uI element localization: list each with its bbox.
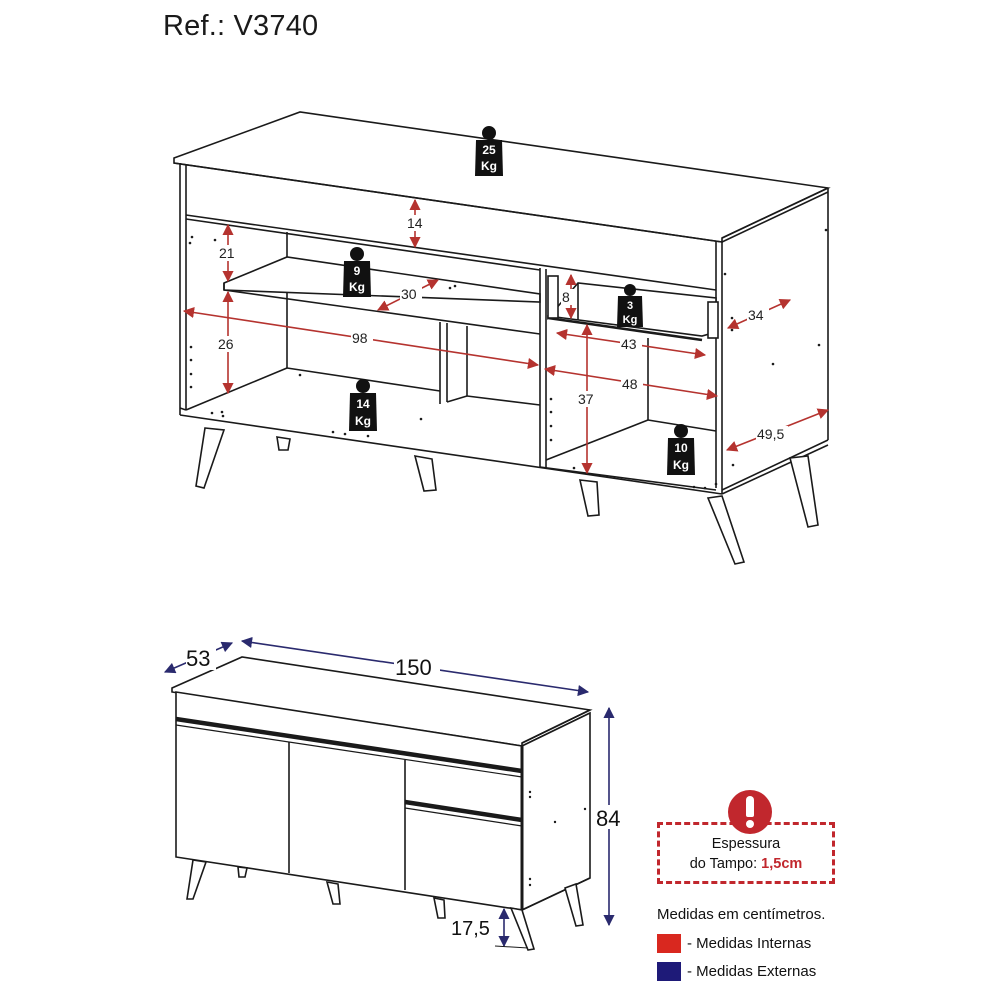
cabinet-closed-legs (186, 859, 584, 951)
weight-badge-left-base: 14 Kg (349, 379, 377, 431)
svg-text:9: 9 (354, 264, 361, 278)
cabinet-top-legs (195, 427, 819, 565)
svg-text:Kg: Kg (481, 159, 497, 173)
weight-badge-shelf: 9 Kg (343, 247, 371, 297)
cabinet-closed-outline (171, 656, 593, 912)
cabinet-top-outline (173, 111, 831, 495)
dim-right-height: 37 (578, 391, 594, 407)
notice-line2: do Tampo: 1,5cm (660, 856, 832, 872)
svg-text:Kg: Kg (355, 414, 371, 428)
dim-height: 84 (596, 806, 620, 831)
dim-shelf-depth: 30 (401, 286, 417, 302)
notice-thickness-value: 1,5cm (761, 856, 803, 872)
svg-text:Kg: Kg (673, 458, 689, 472)
closed-holes (528, 790, 587, 887)
svg-text:Kg: Kg (349, 280, 365, 294)
external-color-swatch (657, 961, 681, 981)
dim-upper-shelf-gap: 21 (219, 245, 235, 261)
svg-text:10: 10 (674, 441, 688, 455)
notice-line1: Espessura (711, 836, 781, 852)
exclamation-alert-icon (728, 790, 772, 834)
external-dimension-labels: 53 150 84 17,5 (186, 646, 624, 940)
dim-left-width: 98 (352, 330, 368, 346)
dim-right-depth: 49,5 (757, 426, 784, 442)
internal-dimension-lines (182, 198, 830, 475)
legend-label-external: - Medidas Externas (687, 962, 817, 980)
internal-dimension-labels: 14 21 30 26 98 8 43 48 37 34 49,5 (216, 215, 788, 442)
dim-top-niche-height: 14 (407, 215, 423, 231)
dim-drawer-depth: 34 (748, 307, 764, 323)
dim-depth: 53 (186, 646, 210, 671)
dim-right-width: 48 (622, 376, 638, 392)
weight-badge-tampo: 25 Kg (475, 126, 503, 176)
reference-title: Ref.: V3740 (163, 10, 319, 42)
dim-drawer-width: 43 (621, 336, 637, 352)
dimension-legend: Medidas em centímetros. - Medidas Intern… (657, 906, 825, 985)
svg-text:Kg: Kg (623, 314, 638, 326)
svg-text:25: 25 (482, 143, 496, 157)
svg-text:3: 3 (627, 300, 633, 312)
legend-heading: Medidas em centímetros. (657, 906, 826, 923)
dim-drawer-height: 8 (562, 289, 570, 305)
notice-line2-prefix: do Tampo: (689, 856, 762, 872)
svg-text:14: 14 (356, 397, 370, 411)
tabletop-thickness-notice: Espessura do Tampo: 1,5cm (657, 822, 835, 884)
legend-label-internal: - Medidas Internas (687, 934, 812, 952)
dim-lower-gap: 26 (218, 336, 234, 352)
dim-leg-height: 17,5 (451, 918, 490, 940)
dim-width: 150 (395, 655, 432, 680)
internal-color-swatch (657, 933, 681, 953)
weight-badge-right-base: 10 Kg (667, 424, 695, 475)
legend-item-internal: - Medidas Internas (657, 929, 825, 957)
legend-item-external: - Medidas Externas (657, 957, 825, 985)
weight-badge-drawer: 3 Kg (617, 284, 643, 327)
cabinet-closed-details (175, 716, 591, 911)
